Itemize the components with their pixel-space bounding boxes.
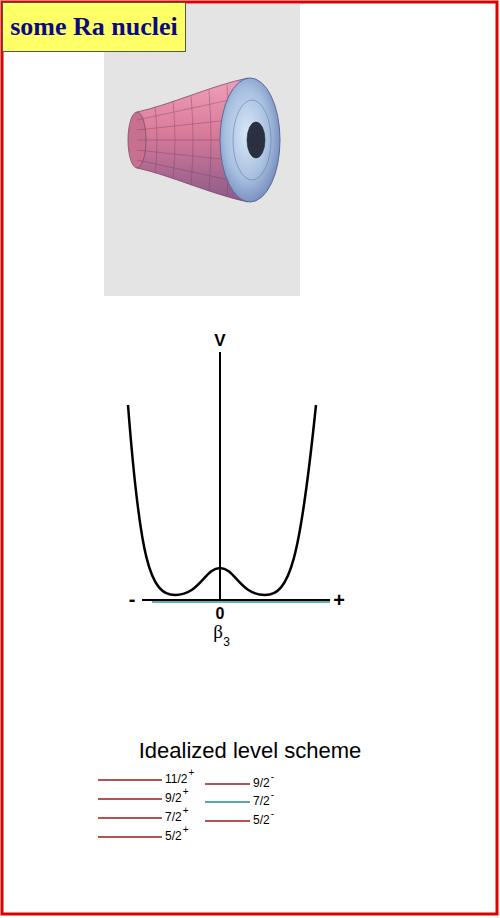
- axis-sign: +: [333, 590, 345, 610]
- axis-subscript: 3: [223, 636, 230, 648]
- axis-tick: 0: [216, 606, 225, 622]
- parity-label: +: [188, 768, 194, 778]
- axis-sign: -: [129, 589, 136, 609]
- double-well-plot: [128, 352, 330, 602]
- pear-nucleus: [128, 78, 280, 202]
- spin-label: 9/2: [165, 792, 182, 804]
- axis-label: β: [213, 622, 223, 641]
- spin-label: 7/2: [165, 811, 182, 823]
- level-lines: [98, 780, 250, 837]
- title-box: some Ra nuclei: [2, 2, 186, 52]
- spin-label: 5/2: [165, 830, 182, 842]
- parity-label: +: [183, 825, 189, 835]
- parity-label: -: [271, 809, 274, 819]
- spin-label: 9/2: [253, 777, 270, 789]
- spin-label: 11/2: [165, 773, 187, 785]
- spin-label: 5/2: [253, 814, 270, 826]
- scheme-title: Idealized level scheme: [139, 740, 362, 762]
- parity-label: +: [183, 806, 189, 816]
- axis-label: V: [214, 332, 225, 349]
- parity-label: -: [271, 790, 274, 800]
- title-text: some Ra nuclei: [10, 14, 178, 40]
- parity-label: -: [271, 772, 274, 782]
- spin-label: 7/2: [253, 795, 270, 807]
- parity-label: +: [183, 787, 189, 797]
